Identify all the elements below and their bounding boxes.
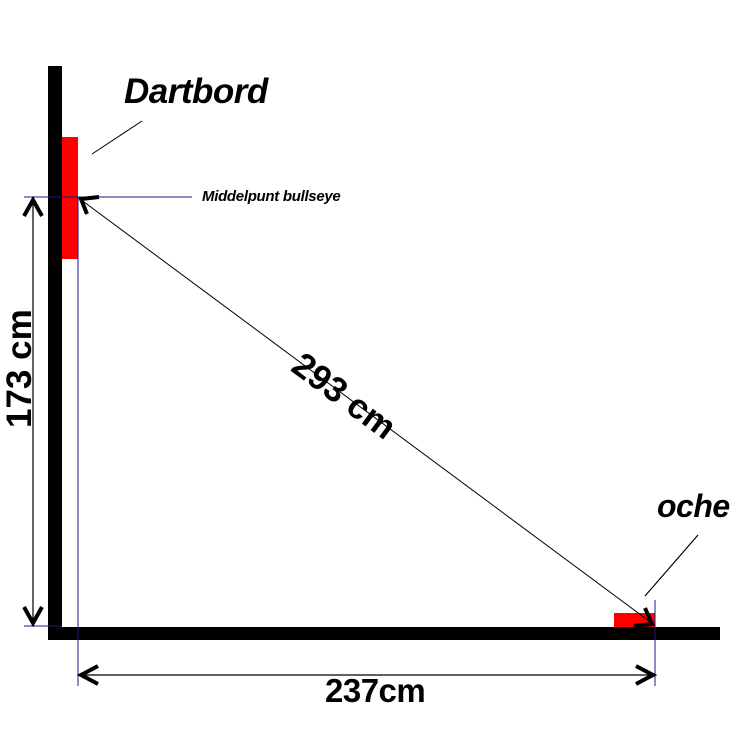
- wall: [48, 66, 62, 640]
- arrow-up-icon: [22, 195, 44, 217]
- dartbord-pointer-line: [91, 120, 143, 155]
- distance-label: 237cm: [325, 672, 426, 709]
- diagonal-dimension: [78, 195, 655, 628]
- guide-lines: [24, 196, 656, 686]
- arrow-left-icon: [76, 664, 99, 686]
- dartbord-title: Dartbord: [124, 72, 268, 111]
- oche-label: oche: [657, 488, 730, 524]
- arrow-downright-icon: [633, 607, 655, 628]
- arrow-upleft-icon: [78, 195, 100, 215]
- dartboard: [62, 137, 78, 259]
- arrow-right-icon: [635, 664, 658, 686]
- arrow-down-icon: [22, 606, 44, 628]
- distance-dimension: [76, 664, 658, 686]
- bullseye-label: Middelpunt bullseye: [202, 188, 341, 205]
- height-dimension: [22, 195, 44, 628]
- floor: [48, 627, 720, 640]
- oche-pointer-line: [644, 534, 699, 597]
- height-label: 173 cm: [0, 309, 39, 428]
